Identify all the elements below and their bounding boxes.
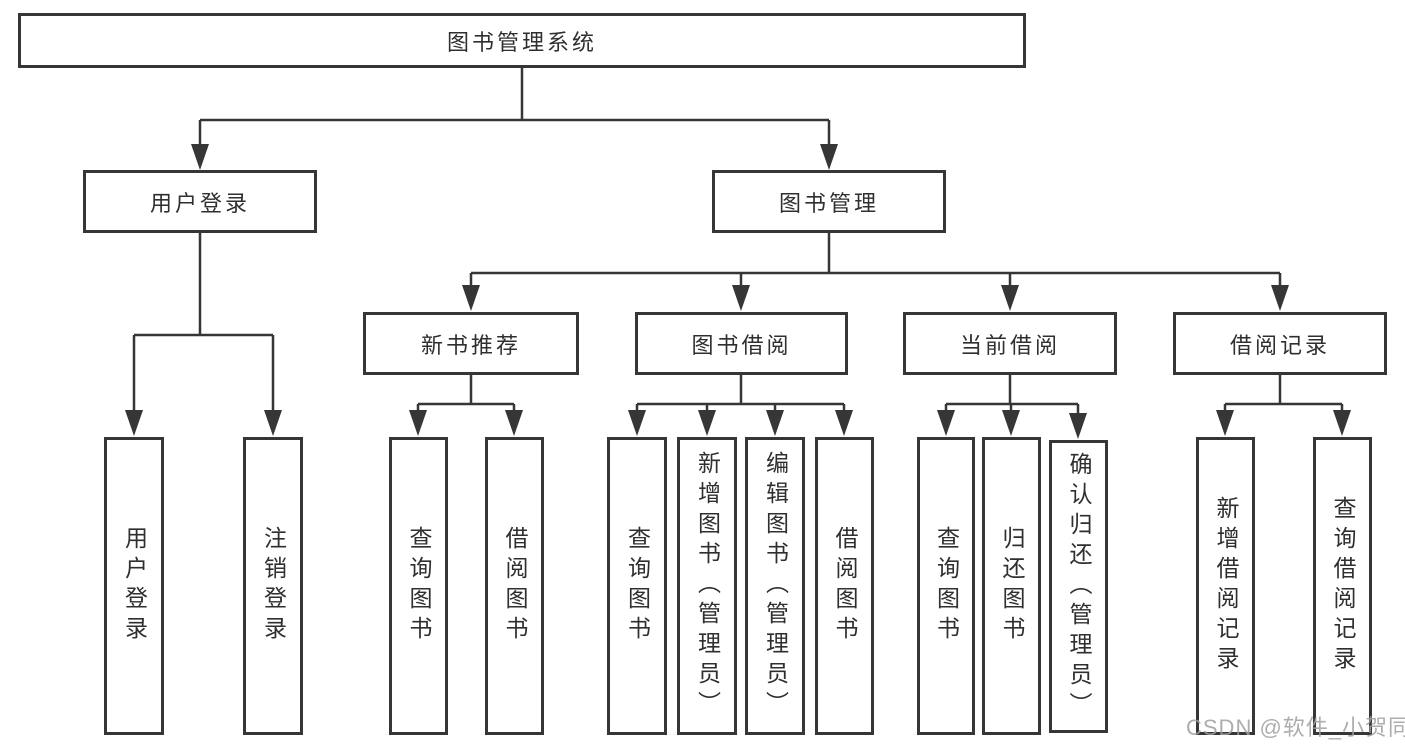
node-label: 新增借阅记录: [1213, 496, 1239, 676]
connector-borrowing-children: [635, 375, 846, 416]
leaf-current-2: 确认归还（管理员）: [1049, 440, 1108, 733]
node-label: 用户登录: [121, 526, 148, 646]
node-label: 图书管理: [778, 190, 879, 216]
node-label: 确认归还（管理员）: [1066, 451, 1092, 722]
node-label: 借阅图书: [502, 526, 528, 646]
node-label: 查询图书: [624, 526, 651, 646]
connector-user-login-children: [132, 233, 275, 416]
node-label: 图书借阅: [691, 332, 792, 358]
arrowhead: [698, 410, 716, 436]
node-new-books: 新书推荐: [363, 312, 579, 375]
node-label: 新增图书（管理员）: [694, 451, 721, 721]
leaf-borrowing-2: 编辑图书（管理员）: [745, 437, 805, 735]
arrowhead: [732, 285, 750, 311]
node-label: 当前借阅: [959, 332, 1060, 358]
node-system-root: 图书管理系统: [18, 13, 1026, 68]
arrowhead: [264, 410, 282, 436]
node-label: 借阅记录: [1229, 332, 1330, 358]
leaf-records-1: 查询借阅记录: [1313, 437, 1372, 735]
leaf-current-1: 归还图书: [982, 437, 1041, 735]
connector-new-books-children: [416, 375, 516, 416]
arrowhead: [1333, 410, 1351, 436]
arrowhead: [505, 410, 523, 436]
node-label: 归还图书: [999, 526, 1025, 646]
node-label: 用户登录: [149, 190, 250, 216]
leaf-borrowing-0: 查询图书: [607, 437, 667, 735]
node-current-borrow: 当前借阅: [903, 312, 1117, 375]
leaf-new-books-1: 借阅图书: [485, 437, 544, 735]
node-label: 编辑图书（管理员）: [762, 451, 789, 721]
leaf-user-login-0: 用户登录: [104, 437, 164, 735]
arrowhead: [191, 144, 209, 170]
leaf-borrowing-1: 新增图书（管理员）: [677, 437, 737, 735]
connector-root-to-level2: [198, 68, 831, 150]
arrowhead: [1069, 413, 1087, 439]
node-borrow-records: 借阅记录: [1173, 312, 1387, 375]
node-borrowing: 图书借阅: [635, 312, 848, 375]
node-label: 新书推荐: [420, 332, 521, 358]
leaf-borrowing-3: 借阅图书: [815, 437, 874, 735]
arrowhead: [409, 410, 427, 436]
leaf-new-books-0: 查询图书: [389, 437, 448, 735]
arrowhead: [937, 410, 955, 436]
node-user-login: 用户登录: [83, 170, 317, 233]
leaf-user-login-1: 注销登录: [243, 437, 303, 735]
arrowhead: [1002, 410, 1020, 436]
node-book-mgmt: 图书管理: [712, 170, 946, 233]
arrowhead: [820, 144, 838, 170]
arrowhead: [628, 410, 646, 436]
arrowhead: [462, 285, 480, 311]
node-label: 查询图书: [933, 526, 960, 646]
arrowheads: [125, 144, 1351, 439]
connector-records-children: [1223, 375, 1344, 416]
node-label: 查询借阅记录: [1330, 496, 1356, 676]
arrowhead: [1216, 410, 1234, 436]
leaf-records-0: 新增借阅记录: [1196, 437, 1255, 735]
arrowhead: [766, 410, 784, 436]
node-label: 查询图书: [406, 526, 432, 646]
arrowhead: [1001, 285, 1019, 311]
node-label: 借阅图书: [832, 526, 858, 646]
leaf-current-0: 查询图书: [917, 437, 975, 735]
node-label: 注销登录: [260, 526, 287, 646]
node-label: 图书管理系统: [446, 29, 597, 55]
arrowhead: [835, 410, 853, 436]
arrowhead: [125, 410, 143, 436]
csdn-watermark: CSDN @软件_小贺同学: [1186, 715, 1405, 740]
arrowhead: [1271, 285, 1289, 311]
connector-book-mgmt-sections: [469, 233, 1282, 291]
